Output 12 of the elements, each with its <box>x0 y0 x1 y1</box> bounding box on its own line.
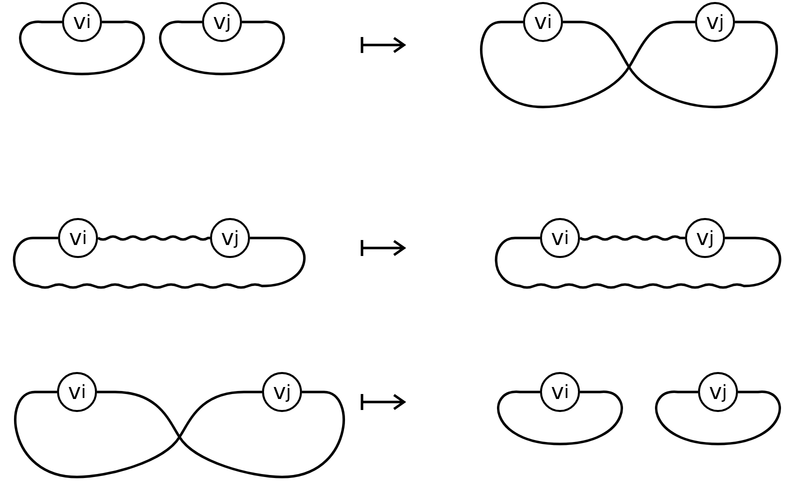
wavy-curve <box>480 20 695 108</box>
wavy-curve <box>563 20 778 108</box>
loop-curve <box>655 390 781 446</box>
wavy-curve <box>14 390 262 478</box>
wavy-curve <box>12 236 306 289</box>
loop-curve <box>159 20 285 76</box>
wavy-curve <box>579 235 685 241</box>
loop-curve <box>19 20 145 76</box>
loop-curve <box>497 390 623 446</box>
wavy-curve <box>97 235 210 241</box>
wavy-curve <box>495 236 782 289</box>
wavy-curve <box>97 390 345 478</box>
